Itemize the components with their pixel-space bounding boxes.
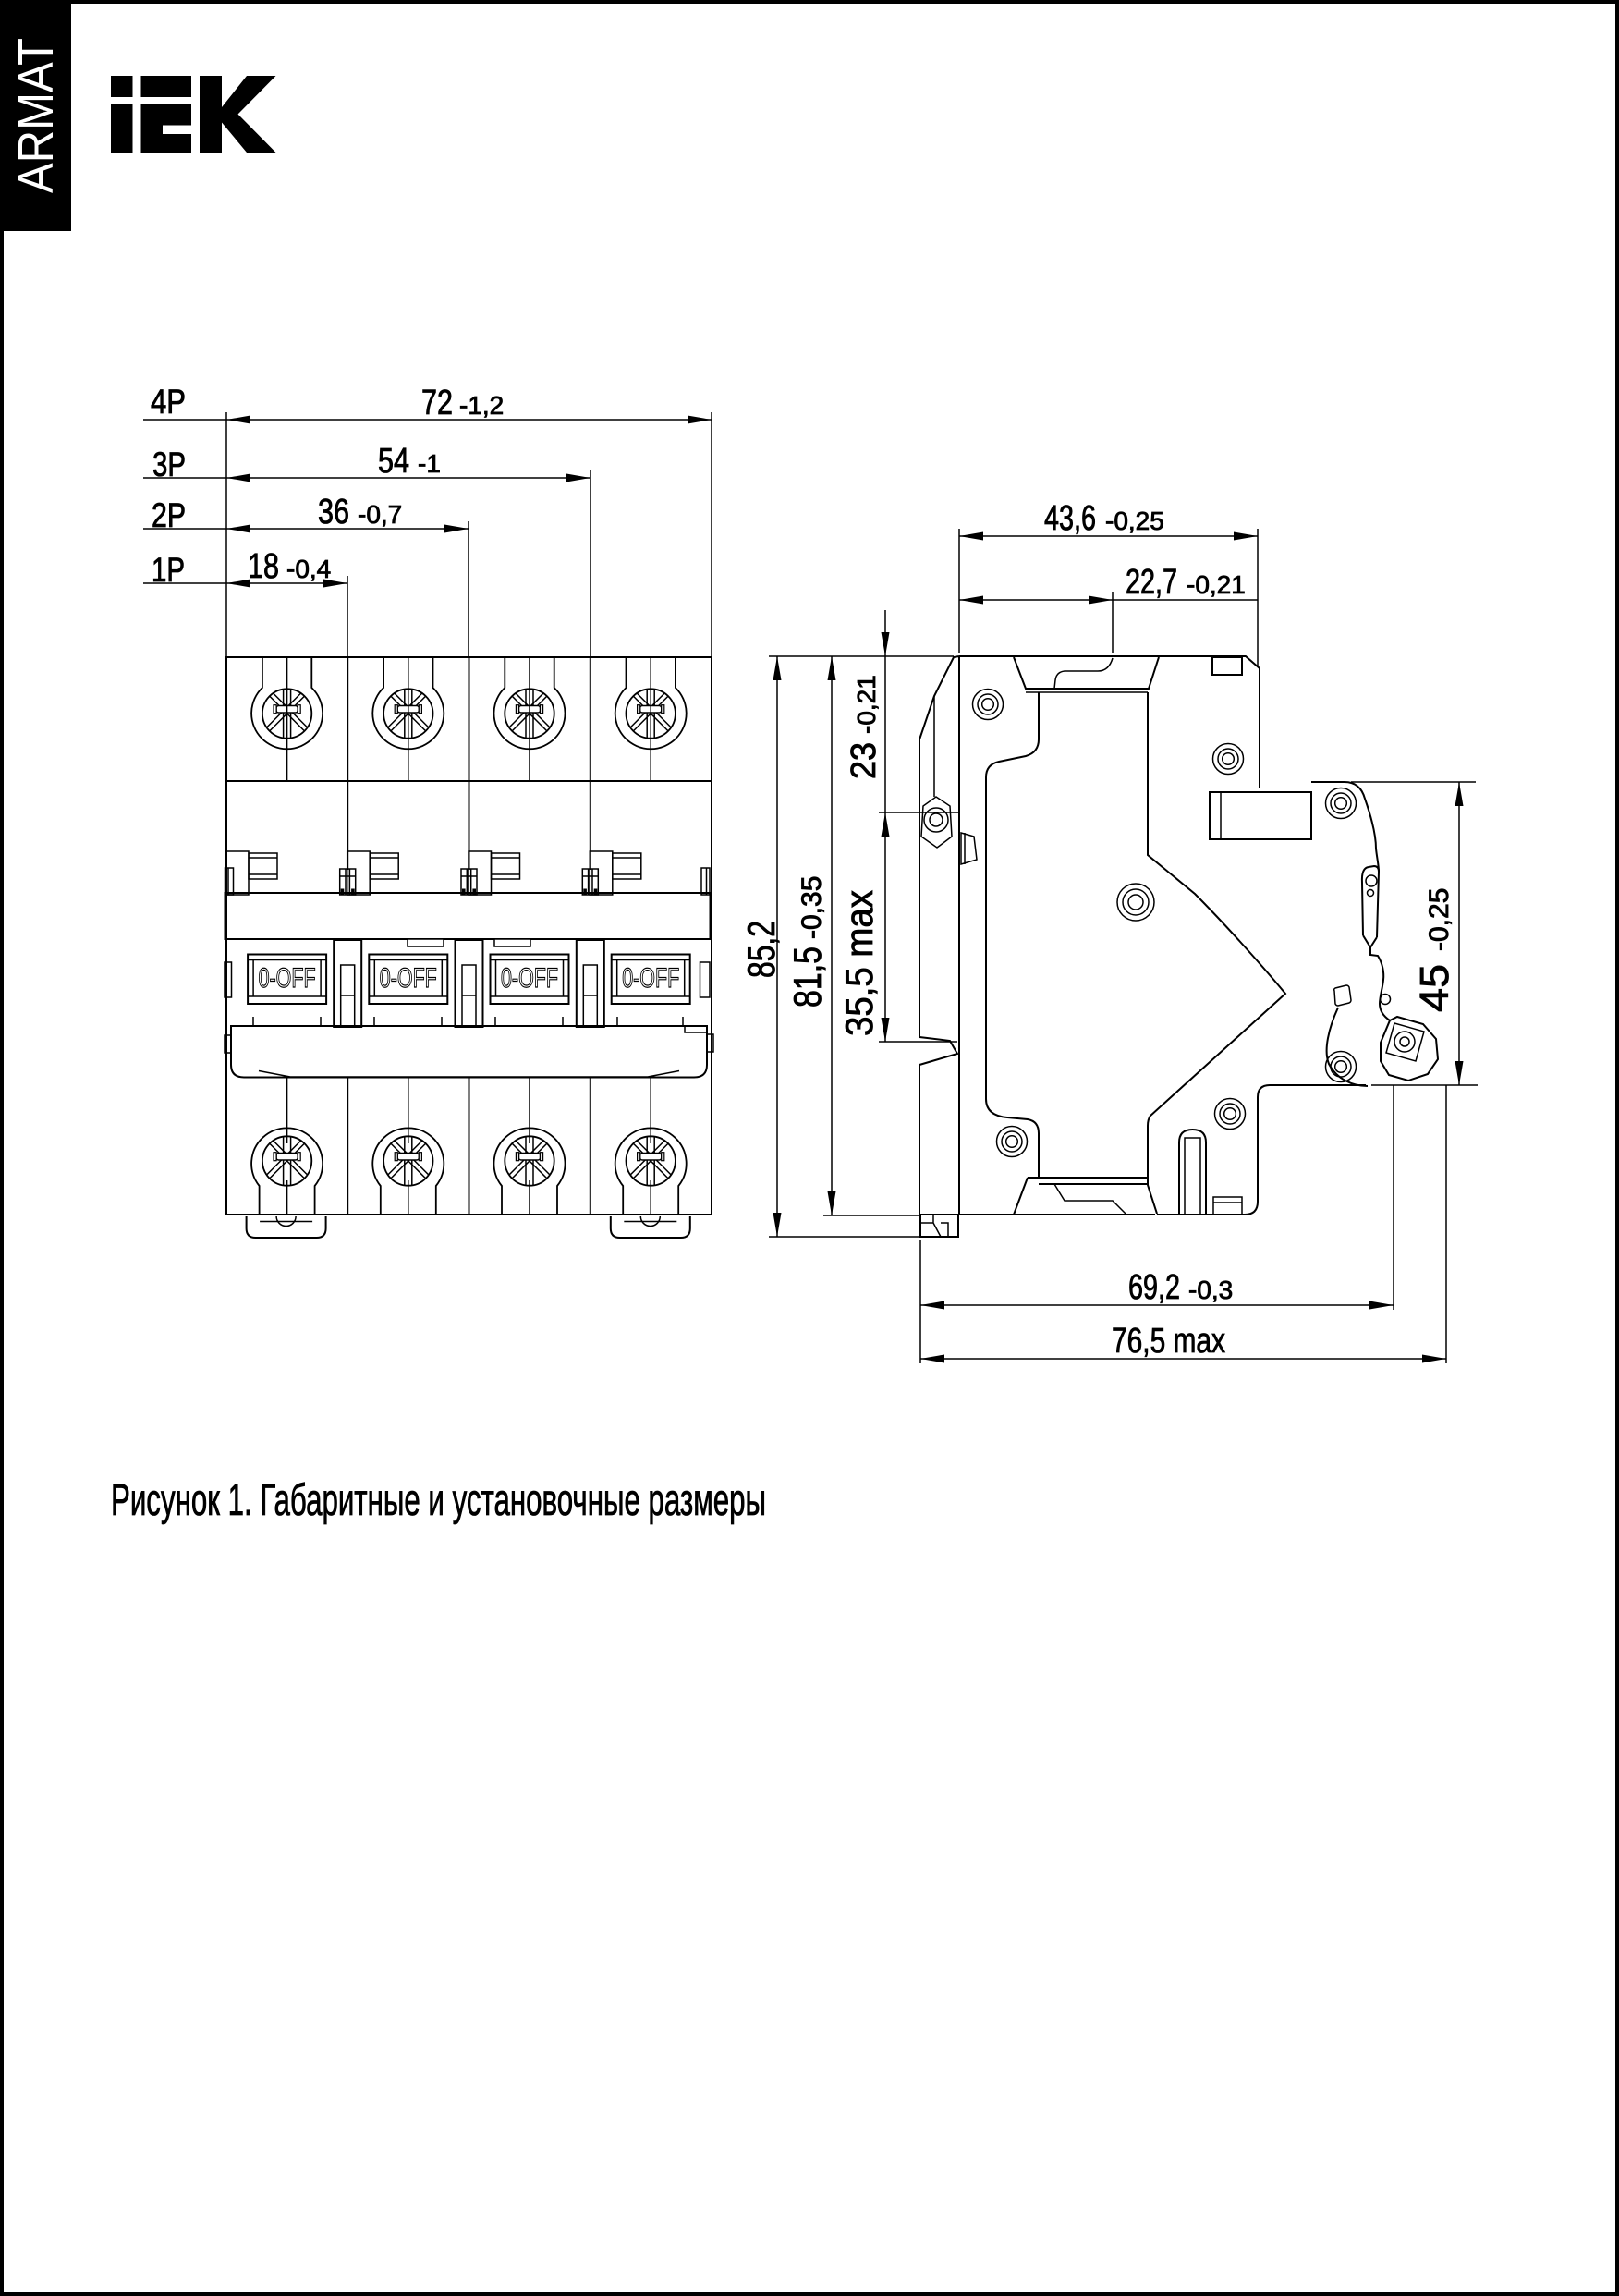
svg-text:-0,25: -0,25: [1105, 507, 1164, 535]
svg-text:-0,4: -0,4: [286, 555, 331, 583]
svg-text:-1: -1: [418, 449, 441, 478]
svg-text:-1,2: -1,2: [459, 391, 504, 420]
svg-text:Рисунок 1. Габаритные и устано: Рисунок 1. Габаритные и установочные раз…: [111, 1476, 766, 1525]
svg-text:69,2: 69,2: [1128, 1268, 1180, 1307]
svg-text:23-0,21: 23-0,21: [845, 675, 883, 779]
svg-text:ARMAT: ARMAT: [8, 38, 64, 193]
svg-text:85,2: 85,2: [739, 921, 783, 978]
svg-text:81,5-0,35: 81,5-0,35: [785, 876, 829, 1008]
svg-text:54: 54: [378, 442, 409, 481]
svg-text:36: 36: [318, 493, 349, 531]
svg-text:43,6: 43,6: [1044, 499, 1096, 538]
svg-text:18: 18: [248, 547, 279, 586]
svg-text:22,7: 22,7: [1126, 563, 1177, 602]
svg-text:76,5 max: 76,5 max: [1112, 1322, 1225, 1361]
svg-text:72: 72: [421, 384, 453, 422]
svg-text:4P: 4P: [151, 383, 186, 421]
svg-text:45-0,25: 45-0,25: [1412, 888, 1457, 1012]
svg-text:-0,21: -0,21: [1187, 570, 1246, 599]
svg-text:-0,3: -0,3: [1188, 1276, 1233, 1304]
svg-text:35,5 max: 35,5 max: [837, 890, 881, 1036]
svg-text:-0,7: -0,7: [358, 500, 402, 529]
